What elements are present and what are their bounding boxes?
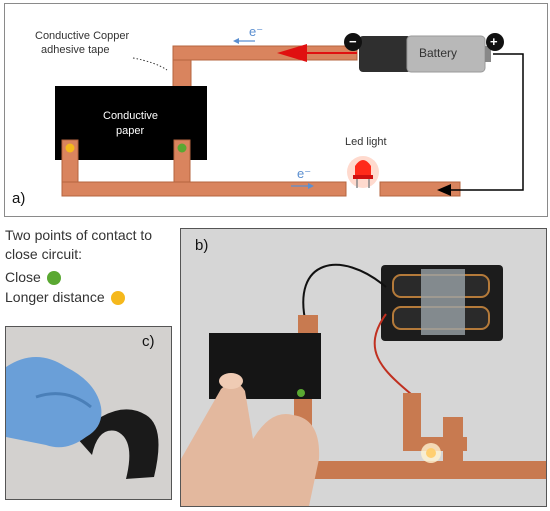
legend-longer-row: Longer distance	[5, 288, 125, 307]
copper-tape-bottom-left	[61, 181, 347, 197]
longer-dot-icon	[110, 291, 125, 306]
green-contact-photo	[297, 389, 305, 397]
panel-c-letter: c)	[142, 333, 155, 350]
legend-heading-line2: close circuit:	[5, 246, 83, 262]
led-photo	[426, 448, 436, 458]
red-wire-photo	[373, 313, 412, 395]
panel-b-photo: b)	[180, 228, 547, 507]
blue-arrow-top-head	[233, 38, 239, 44]
battery-minus-badge	[344, 33, 362, 51]
black-arrow-head	[437, 184, 451, 196]
blue-arrow-bottom-head	[308, 183, 314, 189]
led-bulb	[355, 160, 371, 176]
panel-c-photo: c)	[5, 326, 172, 500]
hand-photo	[181, 382, 320, 506]
legend-heading-line1: Two points of contact to	[5, 227, 153, 243]
flex-paper-drawing	[6, 327, 171, 499]
red-arrow-head	[277, 44, 307, 62]
panel-b-letter: b)	[195, 237, 209, 254]
tape-label-leader	[132, 57, 168, 71]
panel-a-letter: a)	[12, 190, 26, 207]
schematic-drawing	[55, 33, 524, 197]
black-wire-photo	[302, 263, 387, 325]
legend-longer-label: Longer distance	[5, 289, 105, 305]
copper-tape-bottom-right	[379, 181, 461, 197]
close-dot-icon	[46, 271, 61, 286]
led-label: Led light	[345, 136, 387, 148]
circuit-photo-drawing	[181, 229, 546, 506]
battery-plus-sign: +	[490, 34, 498, 49]
battery-terminal	[485, 46, 491, 62]
longer-distance-contact-dot	[65, 143, 75, 153]
paper-label-line1: Conductive	[103, 110, 159, 122]
battery-tape	[421, 269, 465, 335]
glove-finger-shadow	[35, 392, 92, 409]
battery-plus-badge	[486, 33, 504, 51]
led-base	[353, 175, 373, 179]
close-contact-dot	[177, 143, 187, 153]
battery-label: Battery	[419, 46, 458, 60]
electron-label-bottom: e⁻	[297, 166, 312, 181]
battery-body-dark	[359, 36, 411, 72]
tape-label-line2: adhesive tape	[41, 44, 110, 56]
copper-pad-right	[403, 393, 421, 445]
legend-close-label: Close	[5, 269, 41, 285]
legend-close-row: Close	[5, 268, 61, 287]
battery-minus-sign: −	[349, 34, 357, 49]
paper-label-line2: paper	[116, 125, 145, 137]
tape-label-line1: Conductive Copper	[35, 30, 130, 42]
panel-a-schematic: Conductive Copper adhesive tape Conducti…	[4, 3, 548, 217]
fingertip-photo	[219, 373, 243, 389]
electron-label-top: e⁻	[249, 24, 264, 39]
blue-glove-hand	[6, 357, 102, 448]
black-wire	[447, 53, 524, 191]
